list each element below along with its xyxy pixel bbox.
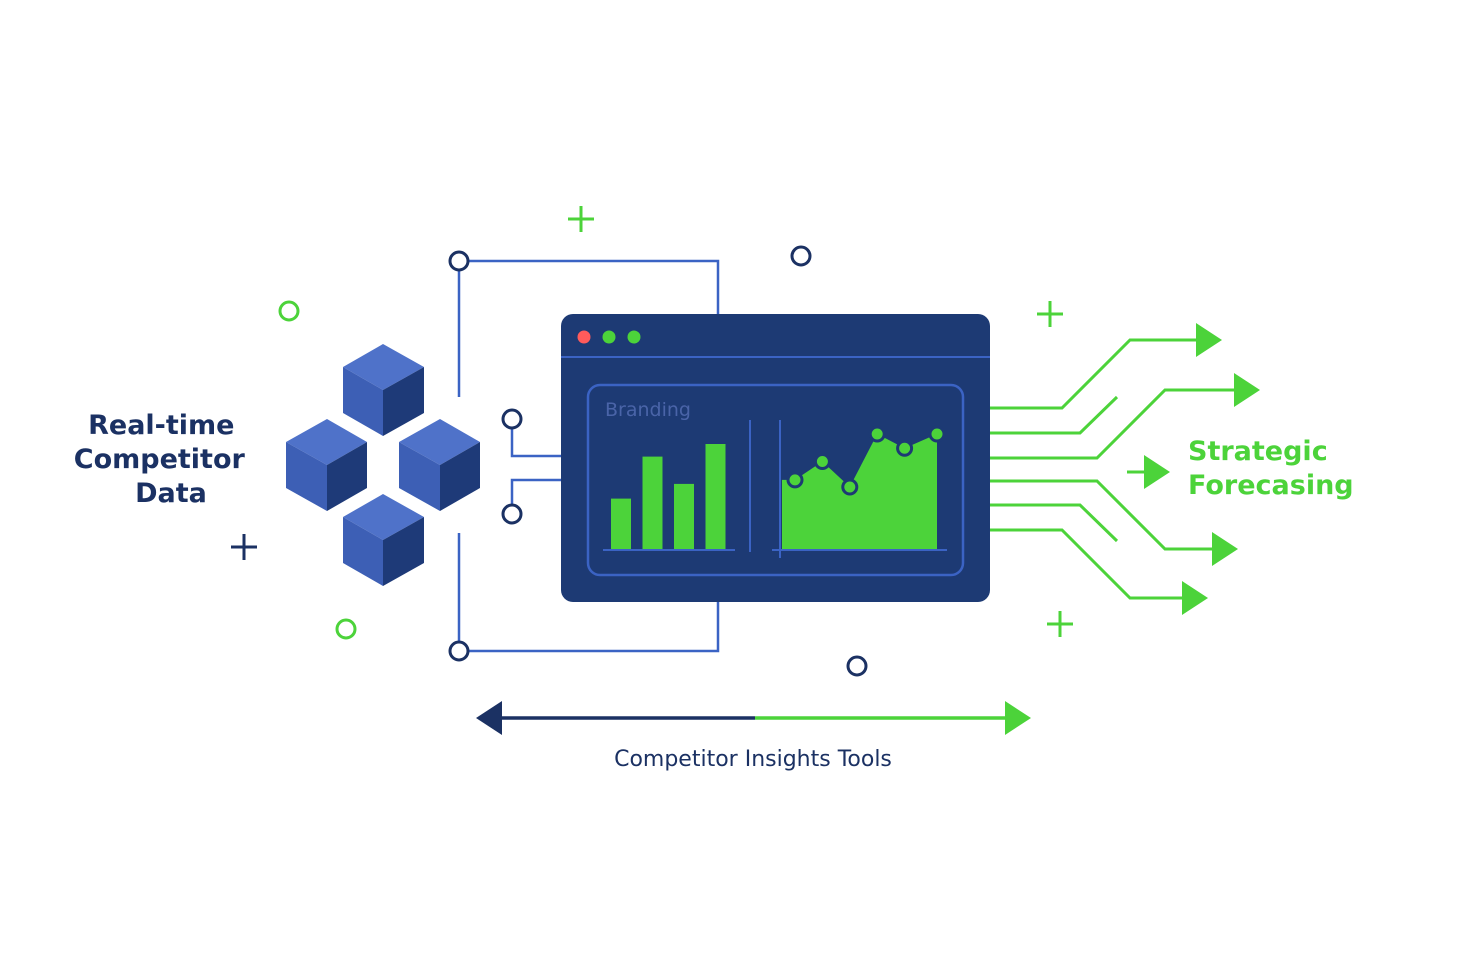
chart-panel xyxy=(586,383,965,577)
arrow-right-icon xyxy=(1212,532,1238,566)
arrow-right-icon xyxy=(1144,455,1170,489)
area-point xyxy=(896,439,914,457)
area-chart xyxy=(782,425,946,549)
right-title: Strategic Forecasing xyxy=(1188,436,1354,501)
plus-icon xyxy=(1047,611,1073,637)
chart-bar xyxy=(642,456,663,549)
plus-icon xyxy=(231,534,257,560)
timeline-arrow xyxy=(476,701,1031,735)
arrow-left-icon xyxy=(476,701,502,735)
panel-title: Branding xyxy=(605,399,691,421)
area-point xyxy=(813,453,831,471)
plus-icon xyxy=(1037,301,1063,327)
ring-icon xyxy=(335,618,357,640)
ring-icon xyxy=(790,245,812,267)
window-max-dot xyxy=(627,330,641,344)
right-title-line: Forecasing xyxy=(1188,470,1354,501)
cube-top xyxy=(343,344,424,436)
area-point xyxy=(868,425,886,443)
cube-bottom xyxy=(343,494,424,586)
ring-icon xyxy=(846,655,868,677)
connector-nodes xyxy=(448,250,523,662)
chart-bar xyxy=(611,498,631,549)
node-icon xyxy=(448,250,470,272)
ring-icon xyxy=(278,300,300,322)
window-min-dot xyxy=(602,330,616,344)
bar-chart xyxy=(611,444,726,549)
chart-bar xyxy=(674,483,694,549)
cube-left xyxy=(286,419,367,511)
left-title-line: Competitor xyxy=(74,444,246,475)
dashboard-window: Branding xyxy=(561,314,990,602)
arrow-right-icon xyxy=(1196,323,1222,357)
decorations xyxy=(231,206,1073,677)
arrow-right-icon xyxy=(1234,373,1260,407)
node-icon xyxy=(501,503,523,525)
area-point xyxy=(786,471,804,489)
left-title-line: Data xyxy=(135,478,207,509)
chart-bar xyxy=(705,444,726,549)
left-title-line: Real-time xyxy=(88,410,234,441)
right-title-line: Strategic xyxy=(1188,436,1328,467)
node-icon xyxy=(448,640,470,662)
window-close-dot xyxy=(577,330,591,344)
cube-cluster-icon xyxy=(286,344,480,586)
left-title: Real-time Competitor Data xyxy=(74,410,254,509)
area-point xyxy=(841,478,859,496)
plus-icon xyxy=(568,206,594,232)
bottom-title: Competitor Insights Tools xyxy=(614,747,892,772)
arrow-right-icon xyxy=(1182,581,1208,615)
cube-right xyxy=(399,419,480,511)
arrow-right-icon xyxy=(1005,701,1031,735)
area-point xyxy=(928,425,946,443)
output-lines xyxy=(990,338,1238,600)
output-arrowheads xyxy=(1144,323,1260,615)
node-icon xyxy=(501,408,523,430)
connector-lines xyxy=(457,259,720,653)
